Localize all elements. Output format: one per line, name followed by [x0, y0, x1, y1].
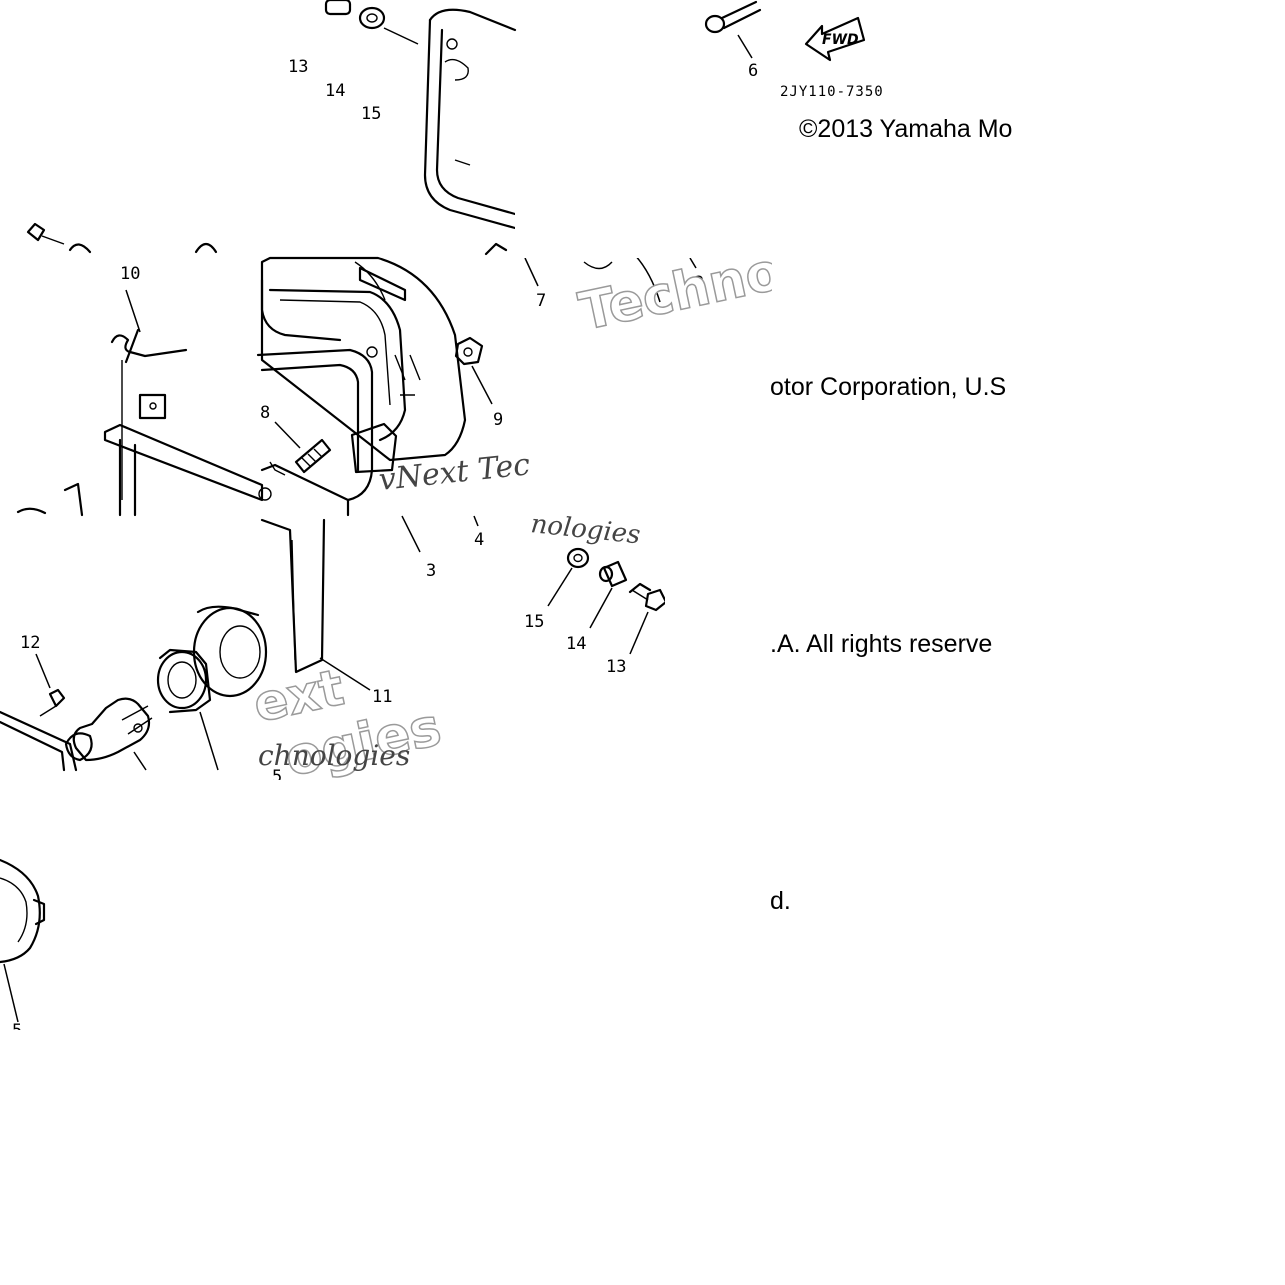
callout-6: 6: [748, 61, 758, 81]
copyright-line-4: d.: [770, 887, 791, 915]
callout-15-top: 15: [361, 104, 381, 124]
stud-8: [274, 421, 332, 474]
callout-3: 3: [426, 561, 436, 581]
nut-9: [454, 336, 493, 405]
callout-13-top: 13: [288, 57, 308, 77]
callout-11: 11: [372, 687, 392, 707]
watermark-nologies: nologies: [529, 509, 642, 550]
watermark-chnologies: chnologies: [258, 739, 410, 772]
callout-13-bottom: 13: [606, 657, 626, 677]
callout-7: 7: [536, 291, 546, 311]
copyright-line-2: otor Corporation, U.S: [770, 373, 1006, 401]
part-code: 2JY110-7350: [780, 84, 884, 100]
headlight-bracket: [16, 393, 350, 517]
copyright-line-1: ©2013 Yamaha Mo: [799, 115, 1012, 143]
headlight-frame-upper: [26, 0, 527, 256]
bulb-socket: [156, 605, 268, 771]
callout-4: 4: [474, 530, 484, 550]
callouts: 13 14 15 6 7 2 10 8 9 3 4 15 14 13 12 11…: [12, 57, 758, 1041]
headlight-unit: [256, 256, 467, 502]
screw-12: [35, 653, 66, 717]
fwd-arrow-icon: FWD: [804, 16, 866, 62]
callout-14-bottom: 14: [566, 634, 586, 654]
fwd-arrow-label: FWD: [822, 32, 859, 48]
callout-14-top: 14: [325, 81, 345, 101]
callout-15-bottom: 15: [524, 612, 544, 632]
grommet-15: [547, 547, 590, 607]
callout-2: 2: [694, 273, 704, 293]
housing-cover-11: [260, 518, 371, 691]
copyright-line-3: .A. All rights reserve: [770, 630, 992, 658]
callout-12: 12: [20, 633, 40, 653]
spring-10: [110, 289, 188, 500]
screw-6: [704, 0, 762, 59]
callout-8: 8: [260, 403, 270, 423]
callout-10: 10: [120, 264, 140, 284]
watermark-vnext: vNext Tec: [377, 447, 532, 498]
bolt-13: [628, 582, 668, 655]
bracket-lower: [0, 710, 78, 772]
collar-14: [589, 560, 628, 629]
callout-5-mid: 5: [272, 767, 282, 787]
copyright-notice: ©2013 Yamaha Mo otor Corporation, U.S .A…: [770, 100, 1090, 915]
callout-9: 9: [493, 410, 503, 430]
headlight-rim-5: [0, 858, 46, 1023]
halogen-bulb: [64, 697, 153, 771]
